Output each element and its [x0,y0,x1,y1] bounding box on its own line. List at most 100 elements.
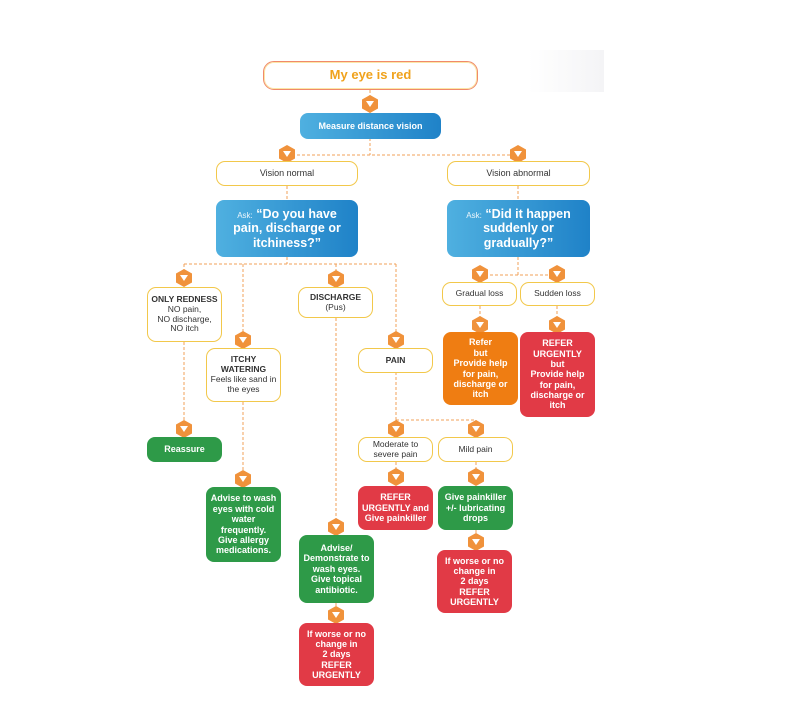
give-painkiller-line: drops [462,513,488,524]
arrow-down-icon [388,420,404,438]
arrow-down-icon [279,145,295,163]
refer-provide-line: itch [472,389,489,400]
worse-right-line: REFER [459,586,490,597]
ask-label: Ask: [466,210,482,220]
ask-pain-box: Ask: “Do you have pain, discharge or itc… [216,200,358,257]
refer-provide-line: Refer [468,337,492,348]
give-painkiller-line: Give painkiller [444,492,507,503]
only-redness-line: NO pain, [167,303,202,314]
refer-urgent-line: discharge or [530,390,585,401]
ask-sudden-question: Ask: “Did it happen suddenly or graduall… [459,207,578,250]
measure-vision-box: Measure distance vision [300,113,441,139]
itchy-watering-box: ITCHY WATERING Feels like sand in the ey… [206,348,281,402]
moderate-line: Moderate to [372,438,419,449]
advise-demo-line: Give topical [310,574,363,585]
worse-refer-right-box: If worse or no change in 2 days REFER UR… [437,550,512,613]
vision-abnormal-text: Vision abnormal [486,168,551,179]
give-painkiller-box: Give painkiller +/- lubricating drops [438,486,513,530]
only-redness-line: NO discharge, [157,313,212,324]
background-glare [528,50,604,92]
ask-sudden-text: “Did it happen suddenly or gradually?” [483,206,571,250]
ask-label: Ask: [237,210,253,220]
advise-wash-line: eyes with cold [212,503,275,514]
arrow-down-icon [362,95,378,113]
worse-right-line: If worse or no [444,555,504,566]
refer-urgent-line: for pain, [539,379,576,390]
refer-painkiller-line: Give painkiller [364,513,427,524]
itchy-line: the eyes [227,383,260,394]
ask-pain-text: “Do you have pain, discharge or itchines… [233,206,341,250]
measure-vision-text: Measure distance vision [318,120,423,131]
gradual-loss-box: Gradual loss [442,282,517,306]
arrow-down-icon [549,316,565,334]
advise-wash-line: water [231,514,256,525]
advise-wash-line: medications. [215,545,271,556]
refer-painkiller-line: REFER [380,492,411,503]
refer-urgent-line: itch [549,400,566,411]
worse-refer-left-box: If worse or no change in 2 days REFER UR… [299,623,374,686]
advise-demo-line: Demonstrate to [303,553,370,564]
moderate-pain-box: Moderate to severe pain [358,437,433,462]
refer-provide-line: Provide help [453,358,508,369]
refer-urgent-line: but [550,358,565,369]
advise-wash-line: Advise to wash [210,493,277,504]
mild-pain-box: Mild pain [438,437,513,462]
worse-left-line: change in [315,638,358,649]
advise-wash-line: Give allergy [217,534,270,545]
sudden-loss-text: Sudden loss [534,288,581,299]
arrow-down-icon [235,470,251,488]
itchy-line: Feels like sand in [210,374,277,384]
worse-left-line: If worse or no [306,628,366,639]
pain-box: PAIN [358,348,433,373]
only-redness-line: NO itch [170,323,199,334]
only-redness-box: ONLY REDNESS NO pain, NO discharge, NO i… [147,287,222,342]
advise-wash-box: Advise to wash eyes with cold water freq… [206,487,281,562]
worse-left-line: 2 days [322,649,351,660]
arrow-down-icon [510,145,526,163]
ask-sudden-box: Ask: “Did it happen suddenly or graduall… [447,200,590,257]
sudden-loss-box: Sudden loss [520,282,595,306]
refer-painkiller-line: URGENTLY and [361,502,429,513]
discharge-box: DISCHARGE (Pus) [298,287,373,318]
title-text: My eye is red [329,67,412,83]
worse-left-line: REFER [321,659,352,670]
gradual-loss-text: Gradual loss [455,288,504,299]
arrow-down-icon [468,468,484,486]
arrow-down-icon [328,606,344,624]
refer-provide-box: Refer but Provide help for pain, dischar… [443,332,518,405]
arrow-down-icon [328,518,344,536]
arrow-down-icon [549,265,565,283]
only-redness-heading: ONLY REDNESS [151,293,218,304]
mild-pain-text: Mild pain [458,443,493,454]
itchy-heading: ITCHY [230,354,257,365]
advise-wash-line: frequently. [220,524,267,535]
give-painkiller-line: +/- lubricating [445,502,506,513]
arrow-down-icon [468,533,484,551]
ask-pain-question: Ask: “Do you have pain, discharge or itc… [226,207,348,250]
watering-heading: WATERING [220,364,267,375]
refer-provide-line: but [473,347,488,358]
advise-demo-line: wash eyes. [312,563,361,574]
arrow-down-icon [468,420,484,438]
arrow-down-icon [328,270,344,288]
refer-urgent-line: URGENTLY [533,348,582,359]
refer-provide-line: for pain, [462,368,499,379]
refer-urgent-line: Provide help [530,369,585,380]
arrow-down-icon [235,331,251,349]
refer-provide-line: discharge or [453,378,508,389]
discharge-sub: (Pus) [325,301,346,312]
reassure-box: Reassure [147,437,222,462]
worse-right-line: URGENTLY [450,597,499,608]
arrow-down-icon [388,331,404,349]
arrow-down-icon [176,269,192,287]
worse-right-line: change in [453,565,496,576]
advise-demo-line: antibiotic. [315,584,358,595]
arrow-down-icon [388,468,404,486]
moderate-line: severe pain [373,448,418,459]
discharge-heading: DISCHARGE [309,291,361,302]
refer-urgent-line: REFER [542,338,573,349]
refer-urgently-provide-box: REFER URGENTLY but Provide help for pain… [520,332,595,417]
advise-demonstrate-box: Advise/ Demonstrate to wash eyes. Give t… [299,535,374,603]
arrow-down-icon [472,265,488,283]
arrow-down-icon [472,316,488,334]
